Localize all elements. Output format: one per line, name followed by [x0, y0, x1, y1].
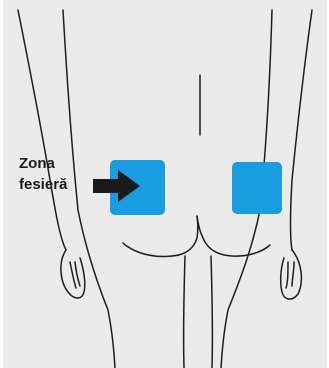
callout-label-line1: Zona: [19, 153, 109, 174]
callout-label: Zona fesieră: [19, 153, 109, 195]
callout-label-line2: fesieră: [19, 174, 109, 195]
right-gluteal-zone: [232, 162, 282, 214]
